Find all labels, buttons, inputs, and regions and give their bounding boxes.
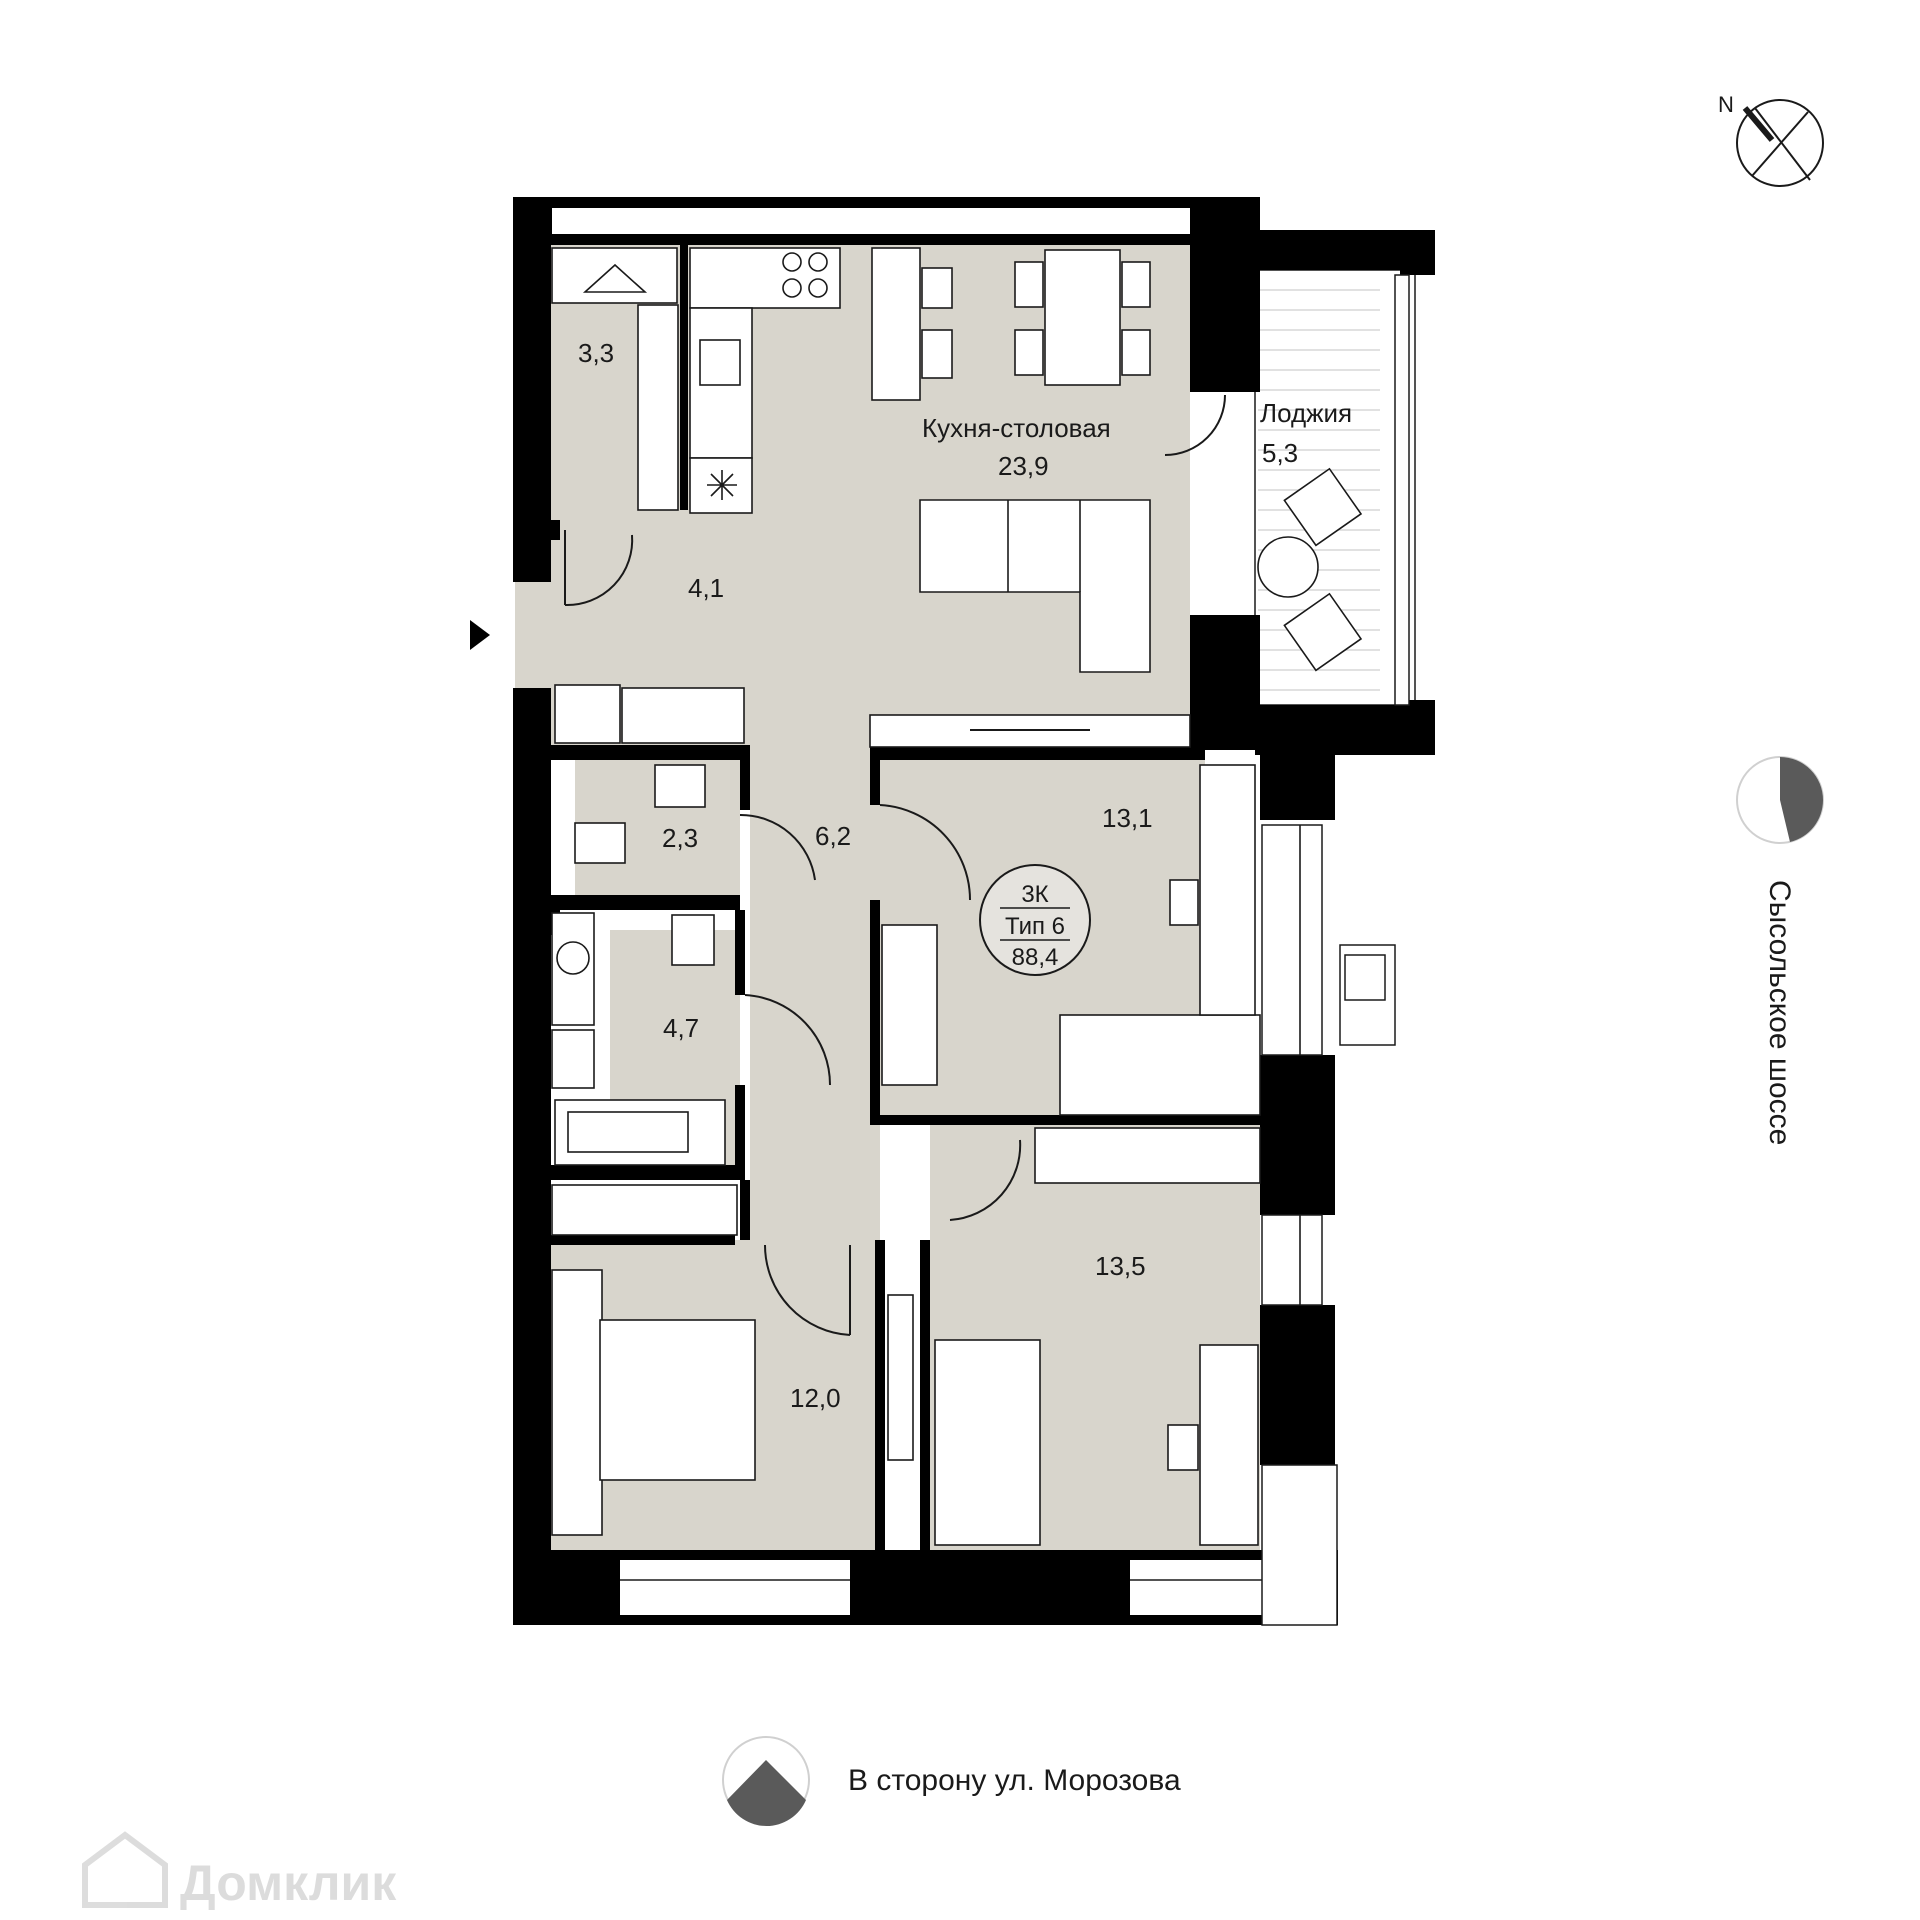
loggia-area: 5,3 <box>1262 438 1298 468</box>
compass-north-label: N <box>1718 92 1734 117</box>
apartment-type: 3К <box>1021 881 1048 908</box>
bedroom-bottom-right-area: 13,5 <box>1095 1251 1146 1281</box>
apartment-plan-type: Тип 6 <box>1005 913 1065 940</box>
street-right-label: Сысольское шоссе <box>1763 880 1796 1145</box>
apartment-total-area: 88,4 <box>1012 944 1059 971</box>
bedroom-top-area: 13,1 <box>1102 803 1153 833</box>
bathroom-area: 4,7 <box>663 1013 699 1043</box>
corridor-area: 6,2 <box>815 821 851 851</box>
shelf <box>551 247 678 304</box>
entrance-arrow-icon <box>470 620 490 650</box>
doors <box>564 394 1226 1336</box>
street-bottom-label: В сторону ул. Морозова <box>848 1764 1181 1797</box>
sun-orientation-icon <box>1736 756 1824 844</box>
watermark-logo: Домклик <box>82 1831 397 1911</box>
sun-orientation-icon-bottom <box>722 1736 810 1827</box>
walls <box>513 197 1435 1626</box>
furniture <box>551 247 1363 1546</box>
kitchen-name: Кухня-столовая <box>922 413 1111 443</box>
wardrobe-area: 3,3 <box>578 338 614 368</box>
apartment-badge <box>979 864 1091 976</box>
loggia-floor-stripes <box>1258 289 1380 691</box>
loggia-name: Лоджия <box>1260 398 1352 428</box>
hall-area: 4,1 <box>688 573 724 603</box>
toilet-area: 2,3 <box>662 823 698 853</box>
svg-text:Домклик: Домклик <box>180 1855 397 1911</box>
kitchen-area: 23,9 <box>998 451 1049 481</box>
bedroom-bottom-left-area: 12,0 <box>790 1383 841 1413</box>
compass-icon <box>1736 99 1824 187</box>
